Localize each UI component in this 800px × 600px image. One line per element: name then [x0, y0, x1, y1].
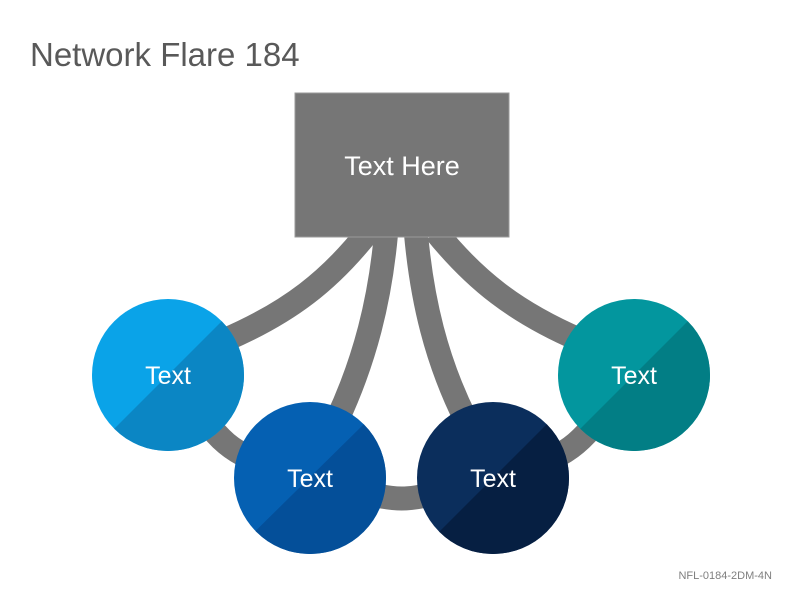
- connector-hub-node-3: [404, 232, 477, 426]
- connector-hub-node-4: [426, 224, 585, 352]
- hub-node: Text Here: [294, 92, 510, 238]
- page-title: Network Flare 184: [30, 36, 300, 73]
- circle-node-3: Text: [417, 402, 569, 554]
- node-3-shade: [417, 424, 569, 554]
- circle-node-4: Text: [558, 299, 710, 451]
- circle-node-1: Text: [92, 299, 244, 451]
- hub-label: Text Here: [344, 151, 460, 181]
- node-4-label: Text: [611, 362, 657, 390]
- node-2-label: Text: [287, 465, 333, 493]
- connector-hub-node-1: [220, 224, 378, 352]
- node-3-label: Text: [470, 465, 516, 493]
- slide-code: NFL-0184-2DM-4N: [678, 570, 772, 582]
- connector-hub-node-2: [326, 232, 398, 426]
- hub-box: [294, 92, 510, 238]
- node-4-shade: [558, 321, 710, 451]
- node-1-shade: [92, 321, 244, 451]
- node-1-label: Text: [145, 362, 191, 390]
- node-2-shade: [234, 424, 386, 554]
- circle-node-2: Text: [234, 402, 386, 554]
